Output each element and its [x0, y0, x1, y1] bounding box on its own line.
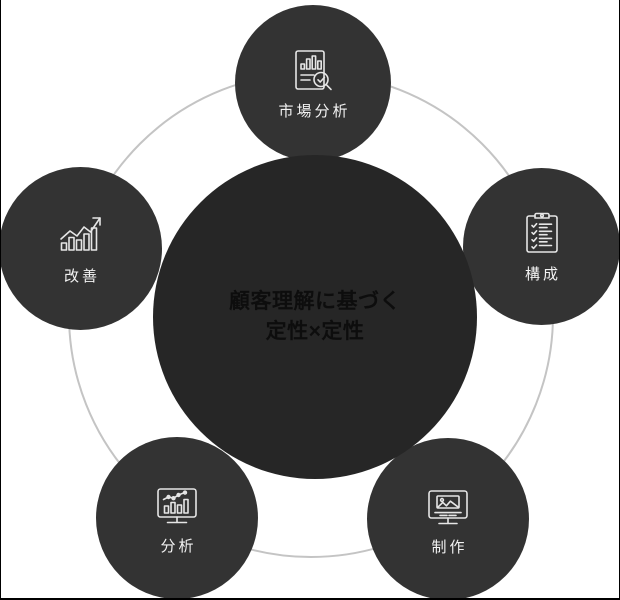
clipboard-checklist-icon — [518, 209, 566, 257]
node-structure[interactable]: 構成 — [463, 168, 619, 325]
node-analysis[interactable]: 分析 — [96, 437, 258, 598]
node-label-market-analysis: 市場分析 — [278, 102, 351, 120]
document-bar-chart-magnifier-icon — [289, 46, 337, 94]
center-hub: 顧客理解に基づく 定性×定性 — [153, 155, 477, 479]
node-improvement[interactable]: 改善 — [1, 167, 162, 330]
monitor-image-icon — [424, 482, 472, 530]
node-label-production: 制作 — [431, 538, 468, 556]
node-label-analysis: 分析 — [160, 537, 197, 555]
node-label-improvement: 改善 — [63, 268, 100, 286]
monitor-bar-line-chart-icon — [153, 481, 201, 529]
node-market-analysis[interactable]: 市場分析 — [235, 5, 391, 161]
node-label-structure: 構成 — [524, 266, 561, 284]
node-production[interactable]: 制作 — [367, 438, 529, 598]
growth-bar-chart-arrow-icon — [57, 211, 105, 259]
center-hub-text: 顧客理解に基づく 定性×定性 — [229, 289, 401, 343]
